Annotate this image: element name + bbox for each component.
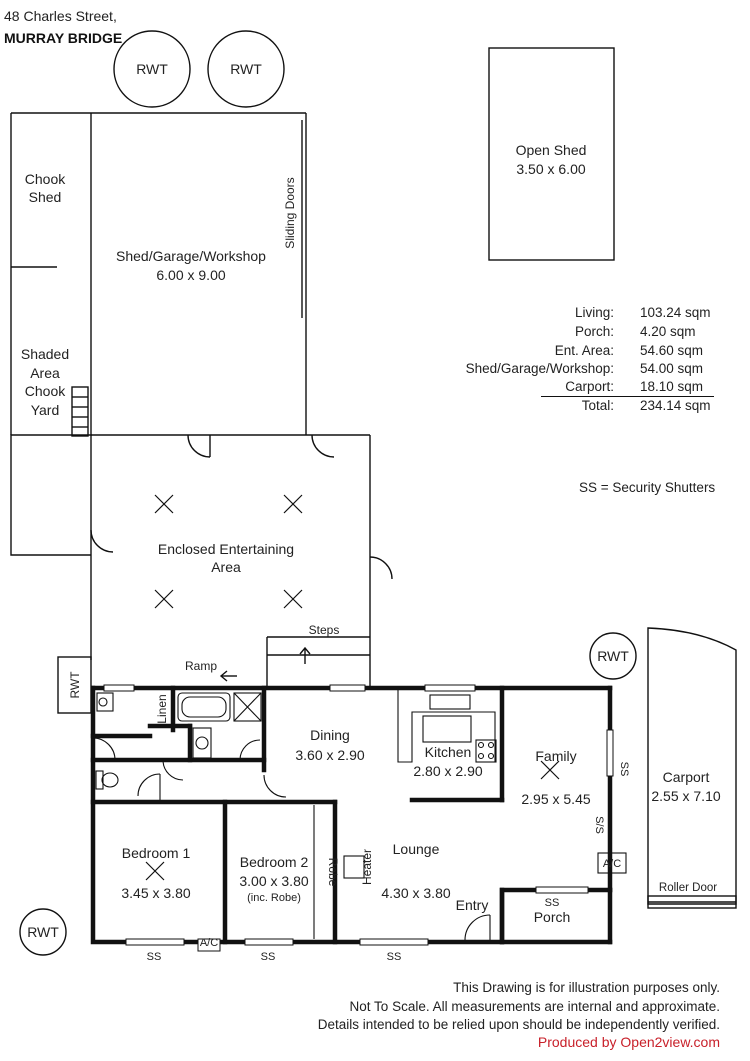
rwt-label-2: RWT — [230, 61, 262, 77]
chook-shed-line2: Shed — [29, 189, 62, 205]
kitchen-name: Kitchen — [425, 744, 472, 760]
disclaimer-line-3: Details intended to be relied upon shoul… — [317, 1017, 720, 1032]
shed-garage-dims: 6.00 x 9.00 — [156, 267, 225, 283]
enclosed-area-line2: Area — [211, 559, 241, 575]
ac-label-family: A/C — [603, 858, 621, 870]
carport-dims: 2.55 x 7.10 — [651, 788, 720, 804]
rwt-label-1: RWT — [136, 61, 168, 77]
area-value: 54.60 sqm — [640, 343, 704, 358]
area-label: Total: — [581, 398, 614, 413]
lounge-dims: 4.30 x 3.80 — [381, 885, 450, 901]
area-total-rule — [541, 396, 714, 397]
area-label: Shed/Garage/Workshop: — [465, 361, 614, 376]
dining-name: Dining — [310, 727, 350, 743]
shaded-area-line1: Shaded — [21, 346, 69, 362]
enclosed-area-line1: Enclosed Entertaining — [158, 541, 294, 557]
entry-label: Entry — [456, 897, 489, 913]
ss-slash-label: S/S — [593, 816, 605, 834]
area-label: Living: — [574, 305, 614, 320]
rwt-tank-1 — [113, 30, 191, 108]
rwt-label-5: RWT — [68, 671, 82, 699]
chook-shed-line1: Chook — [25, 171, 66, 187]
area-label: Ent. Area: — [554, 343, 614, 358]
address-line-1: 48 Charles Street, — [4, 8, 117, 24]
area-value: 18.10 sqm — [640, 379, 704, 394]
rwt-label-3: RWT — [597, 648, 629, 664]
ss-label-lounge: SS — [387, 951, 402, 963]
ss-label-family: SS — [618, 762, 630, 777]
porch-ss: SS — [545, 897, 560, 909]
area-value: 234.14 sqm — [640, 398, 711, 413]
shaded-area-line4: Yard — [31, 402, 60, 418]
rwt-tank-4 — [19, 908, 67, 956]
shaded-area-line3: Chook — [25, 383, 66, 399]
open-shed-name: Open Shed — [516, 142, 587, 158]
legend-security-shutters: SS = Security Shutters — [579, 480, 716, 495]
area-value: 54.00 sqm — [640, 361, 704, 376]
carport-name: Carport — [663, 769, 710, 785]
rwt-label-4: RWT — [27, 924, 59, 940]
disclaimer-line-1: This Drawing is for illustration purpose… — [453, 980, 720, 995]
bedroom2-dims: 3.00 x 3.80 — [239, 873, 308, 889]
ramp-label: Ramp — [185, 659, 217, 673]
kitchen-dims: 2.80 x 2.90 — [413, 763, 482, 779]
rwt-tank-2 — [207, 30, 285, 108]
bedroom2-note: (inc. Robe) — [247, 892, 301, 904]
roller-door-label: Roller Door — [659, 882, 717, 894]
address-line-2: MURRAY BRIDGE — [4, 30, 123, 46]
ss-label-bedroom1: SS — [147, 951, 162, 963]
lounge-name: Lounge — [393, 841, 440, 857]
area-label: Carport: — [565, 379, 614, 394]
family-dims: 2.95 x 5.45 — [521, 791, 590, 807]
ss-label-bedroom2: SS — [261, 951, 276, 963]
produced-by: Produced by Open2view.com — [537, 1034, 720, 1050]
area-value: 4.20 sqm — [640, 324, 696, 339]
shed-garage-name: Shed/Garage/Workshop — [116, 248, 266, 264]
shaded-area-line2: Area — [30, 365, 60, 381]
ac-label-bedroom: A/C — [200, 937, 218, 949]
robe-label: Robe — [326, 858, 340, 887]
heater-label: Heater — [360, 849, 374, 885]
area-label: Porch: — [574, 324, 614, 339]
disclaimer-line-2: Not To Scale. All measurements are inter… — [349, 999, 720, 1014]
bedroom2-name: Bedroom 2 — [240, 854, 309, 870]
open-shed-outline — [488, 47, 615, 261]
bedroom1-dims: 3.45 x 3.80 — [121, 885, 190, 901]
rwt-tank-3 — [589, 632, 637, 680]
steps-label: Steps — [309, 623, 340, 637]
porch-name: Porch — [534, 909, 571, 925]
dining-dims: 3.60 x 2.90 — [295, 747, 364, 763]
family-name: Family — [535, 748, 576, 764]
bedroom1-name: Bedroom 1 — [122, 845, 191, 861]
sliding-doors-label: Sliding Doors — [283, 177, 297, 248]
open-shed-dims: 3.50 x 6.00 — [516, 161, 585, 177]
linen-label: Linen — [155, 694, 169, 723]
area-value: 103.24 sqm — [640, 305, 711, 320]
